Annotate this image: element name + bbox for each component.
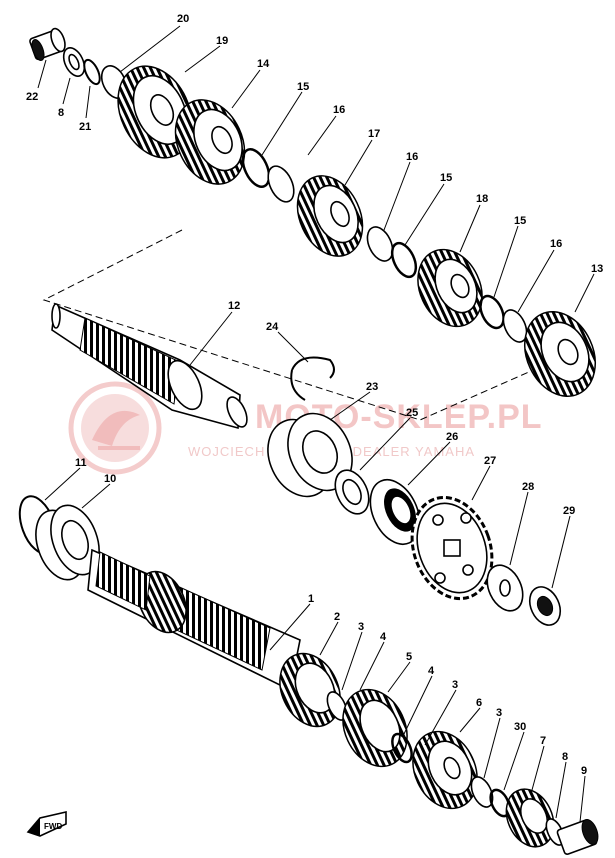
part-15-circlip-c	[479, 294, 505, 330]
label-19: 19	[216, 35, 228, 47]
part-27-drive-sprocket	[410, 495, 494, 601]
label-20: 20	[177, 13, 189, 25]
label-13: 13	[591, 263, 603, 275]
label-23: 23	[366, 381, 378, 393]
part-19-gear	[117, 65, 193, 159]
label-29: 29	[563, 505, 575, 517]
label-26: 26	[446, 431, 458, 443]
label-15-c: 15	[514, 215, 526, 227]
part-4-circlip	[391, 732, 413, 764]
label-9: 9	[581, 765, 587, 777]
part-6-gear	[412, 730, 478, 810]
part-number-labels: 20 19 14 15 16 17 16 15 18 15 16 13 22 8…	[26, 13, 603, 777]
label-17: 17	[368, 128, 380, 140]
part-17-gear	[296, 175, 364, 257]
label-6: 6	[476, 697, 482, 709]
part-16-washer-c	[502, 309, 528, 343]
label-18: 18	[476, 193, 488, 205]
label-22: 22	[26, 91, 38, 103]
label-4-b: 4	[428, 665, 435, 677]
label-16-a: 16	[333, 104, 345, 116]
part-28-lock-washer	[486, 564, 524, 612]
label-3-b: 3	[452, 679, 458, 691]
part-1-drive-axle	[87, 548, 301, 692]
label-7: 7	[540, 735, 546, 747]
part-15-circlip-a	[241, 148, 271, 188]
label-3-a: 3	[358, 621, 364, 633]
part-29-nut	[528, 586, 562, 626]
part-24-circlip	[291, 356, 335, 379]
label-24: 24	[266, 321, 279, 333]
label-14: 14	[257, 58, 270, 70]
top-gear-row	[29, 27, 596, 397]
leader-lines	[37, 25, 595, 823]
label-1: 1	[308, 593, 314, 605]
label-15-b: 15	[440, 172, 452, 184]
label-16-b: 16	[406, 151, 418, 163]
part-14-gear	[174, 99, 246, 185]
label-28: 28	[522, 481, 534, 493]
forward-direction-icon: FWD	[26, 810, 67, 837]
label-27: 27	[484, 455, 496, 467]
assembly-dashed-outline	[42, 229, 591, 421]
part-16-washer-b	[366, 226, 394, 262]
part-9-bearing	[556, 819, 599, 855]
part-26-oil-seal	[369, 479, 421, 545]
part-23-bearing	[267, 412, 353, 498]
part-12-main-axle	[51, 303, 248, 430]
label-8-b: 8	[562, 751, 568, 763]
label-3-c: 3	[496, 707, 502, 719]
part-7-gear	[505, 788, 555, 848]
label-25: 25	[406, 407, 418, 419]
part-18-gear	[417, 248, 483, 328]
label-2: 2	[334, 611, 340, 623]
part-10-bearing	[35, 504, 100, 581]
part-16-washer-a	[267, 165, 295, 203]
label-4-a: 4	[380, 631, 387, 643]
part-22-needle-bearing	[29, 27, 66, 61]
part-5-gear	[342, 688, 408, 768]
label-10: 10	[104, 473, 116, 485]
label-5: 5	[406, 651, 412, 663]
part-13-gear	[524, 311, 596, 397]
watermark-logo-icon	[68, 381, 162, 475]
label-30: 30	[514, 721, 526, 733]
fwd-label: FWD	[44, 822, 62, 831]
part-15-circlip-b	[390, 241, 418, 279]
label-21: 21	[79, 121, 91, 133]
label-8-a: 8	[58, 107, 64, 119]
part-2-gear	[279, 652, 341, 728]
part-21-circlip	[83, 58, 101, 86]
label-15-a: 15	[297, 81, 309, 93]
label-12: 12	[228, 300, 240, 312]
label-16-c: 16	[550, 238, 562, 250]
part-8-washer	[62, 47, 86, 77]
part-3-washer-b	[470, 776, 494, 808]
label-11: 11	[75, 457, 87, 469]
part-25-collar	[334, 469, 370, 515]
